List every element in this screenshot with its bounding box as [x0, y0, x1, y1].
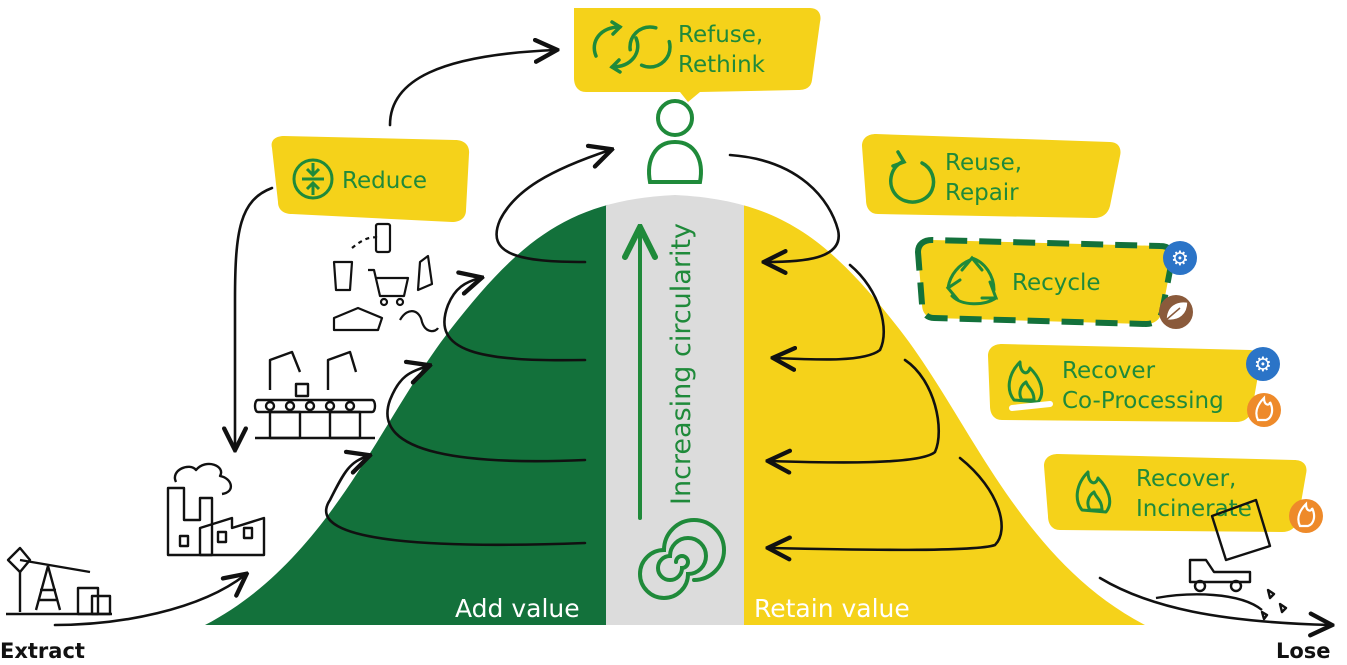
- extract-label: Extract: [0, 639, 85, 663]
- left-loops: [324, 150, 610, 547]
- recover-label-1: Recover: [1062, 358, 1156, 384]
- recycle-icon: [945, 255, 999, 306]
- recover-label-2: Recover,: [1136, 466, 1236, 492]
- flame-badge-icon: [1255, 395, 1274, 422]
- oil-pump-icon: [6, 546, 112, 616]
- flame-badge-icon: [1297, 501, 1316, 528]
- reduce-label: Reduce: [342, 168, 427, 194]
- rethink-label: Rethink: [678, 52, 766, 78]
- add-value-region: [205, 195, 608, 625]
- retain-value-label: Retain value: [754, 594, 910, 623]
- flame-icon: [1075, 470, 1112, 514]
- increasing-circularity-label: Increasing circularity: [666, 223, 697, 505]
- factory-icon: [166, 462, 266, 557]
- recover-incinerate-box: Recover, Incinerate: [1044, 454, 1323, 533]
- leaf-icon: [1165, 300, 1189, 322]
- reuse-label: Reuse,: [945, 150, 1022, 176]
- refresh-cycle-icon: [592, 20, 672, 74]
- dump-truck-icon: [1155, 498, 1288, 621]
- compress-arrows-icon: [292, 158, 334, 200]
- reuse-repair-box: Reuse, Repair: [862, 134, 1121, 218]
- recover-coprocessing-box: Recover Co-Processing ⚙: [988, 344, 1281, 427]
- consumer-products-icon: [332, 222, 439, 333]
- refuse-rethink-box: Refuse, Rethink: [574, 8, 821, 102]
- assembly-robots-icon: [253, 350, 377, 440]
- flame-badge-1: [1247, 393, 1281, 427]
- coprocessing-label: Co-Processing: [1062, 388, 1224, 414]
- spiral-icon: [640, 230, 726, 600]
- recycle-box: Recycle ⚙: [914, 236, 1197, 329]
- reduce-box: Reduce: [271, 136, 470, 222]
- flame-badge-2: [1289, 499, 1323, 533]
- right-loops: [728, 153, 1330, 625]
- circularity-band: [606, 195, 744, 625]
- gears-icon: ⚙: [1171, 246, 1189, 270]
- gears-icon: ⚙: [1254, 352, 1272, 376]
- gears-badge-2: ⚙: [1246, 347, 1280, 381]
- flame-icon: [1007, 360, 1044, 404]
- refuse-label: Refuse,: [678, 22, 763, 48]
- leaf-badge: [1159, 295, 1193, 329]
- log-icon: [1009, 401, 1053, 411]
- person-icon: [647, 99, 703, 184]
- add-value-label: Add value: [455, 594, 580, 623]
- repair-label: Repair: [945, 180, 1019, 206]
- gears-badge: ⚙: [1163, 241, 1197, 275]
- flow-arrows: [53, 50, 555, 627]
- circular-arrow-icon: [889, 150, 936, 204]
- lose-label: Lose: [1276, 639, 1331, 663]
- recycle-label: Recycle: [1012, 270, 1101, 296]
